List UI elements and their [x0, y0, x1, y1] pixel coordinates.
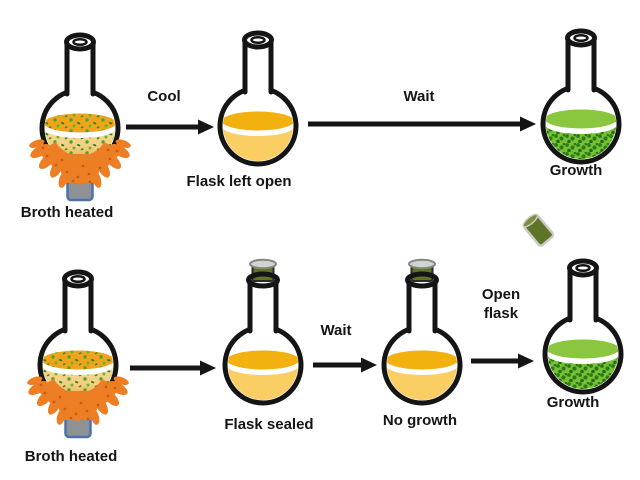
label-wait-top: Wait — [403, 88, 435, 105]
arrow-wait-top — [308, 116, 536, 132]
label-flask-left-open: Flask left open — [186, 173, 292, 190]
arrow-cool — [126, 119, 214, 135]
label-growth-top: Growth — [549, 162, 603, 179]
flask-no-growth — [382, 260, 462, 403]
label-cool: Cool — [147, 88, 181, 105]
arrow-open-flask — [471, 353, 534, 369]
flask-broth-heated-top — [28, 35, 132, 200]
flask-growth-top — [541, 31, 621, 162]
flask-growth-bottom — [543, 261, 623, 392]
label-broth-heated-top: Broth heated — [20, 204, 114, 221]
label-open-flask: Open flask — [481, 286, 521, 322]
label-no-growth: No growth — [382, 412, 458, 429]
flask-sealed — [223, 260, 303, 403]
label-growth-bottom: Growth — [546, 394, 600, 411]
label-broth-heated-bottom: Broth heated — [24, 448, 118, 465]
arrow-wait-bottom — [313, 357, 377, 373]
label-flask-sealed: Flask sealed — [224, 416, 314, 433]
label-wait-bottom: Wait — [320, 322, 352, 339]
flying-cork — [522, 213, 555, 247]
flask-left-open — [218, 33, 298, 164]
arrow-heated-to-sealed — [130, 360, 216, 376]
flask-broth-heated-bottom — [26, 272, 130, 437]
